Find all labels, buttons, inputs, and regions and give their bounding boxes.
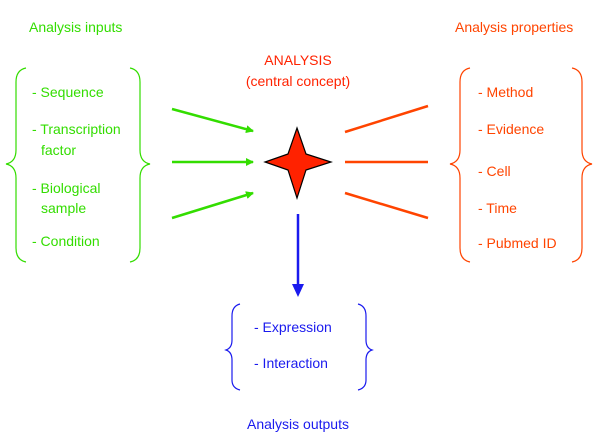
analysis-title: ANALYSIS xyxy=(264,52,332,68)
analysis-star xyxy=(263,126,333,200)
properties-brace-right xyxy=(571,67,593,263)
outputs-brace-right xyxy=(357,303,374,391)
output-arrow-head xyxy=(292,284,304,297)
input-item-transcription-factor-line2: factor xyxy=(41,142,77,158)
property-item-pubmed-id: - Pubmed ID xyxy=(478,235,557,251)
properties-brace-left xyxy=(449,67,471,263)
input-item-sequence: - Sequence xyxy=(32,84,104,100)
property-line-lower xyxy=(344,191,429,220)
input-item-transcription-factor-line1: - Transcription xyxy=(32,121,121,137)
property-item-method: - Method xyxy=(478,84,534,100)
inputs-title: Analysis inputs xyxy=(29,19,123,35)
input-arrow-lower xyxy=(171,191,254,220)
input-arrow-upper xyxy=(171,107,254,134)
properties-title: Analysis properties xyxy=(455,19,574,35)
property-item-cell: - Cell xyxy=(478,163,511,179)
property-item-evidence: - Evidence xyxy=(478,121,545,137)
output-item-interaction: - Interaction xyxy=(254,355,328,371)
output-item-expression: - Expression xyxy=(254,319,332,335)
analysis-subtitle: (central concept) xyxy=(245,73,351,89)
input-item-biological-sample-line2: sample xyxy=(41,200,87,216)
property-item-time: - Time xyxy=(478,200,517,216)
inputs-brace-left xyxy=(5,67,27,263)
inputs-brace-right xyxy=(129,67,151,263)
outputs-title: Analysis outputs xyxy=(247,416,349,432)
outputs-brace-left xyxy=(224,303,241,391)
input-item-biological-sample-line1: - Biological xyxy=(32,180,101,196)
input-item-condition: - Condition xyxy=(32,233,100,249)
property-line-upper xyxy=(344,104,429,134)
